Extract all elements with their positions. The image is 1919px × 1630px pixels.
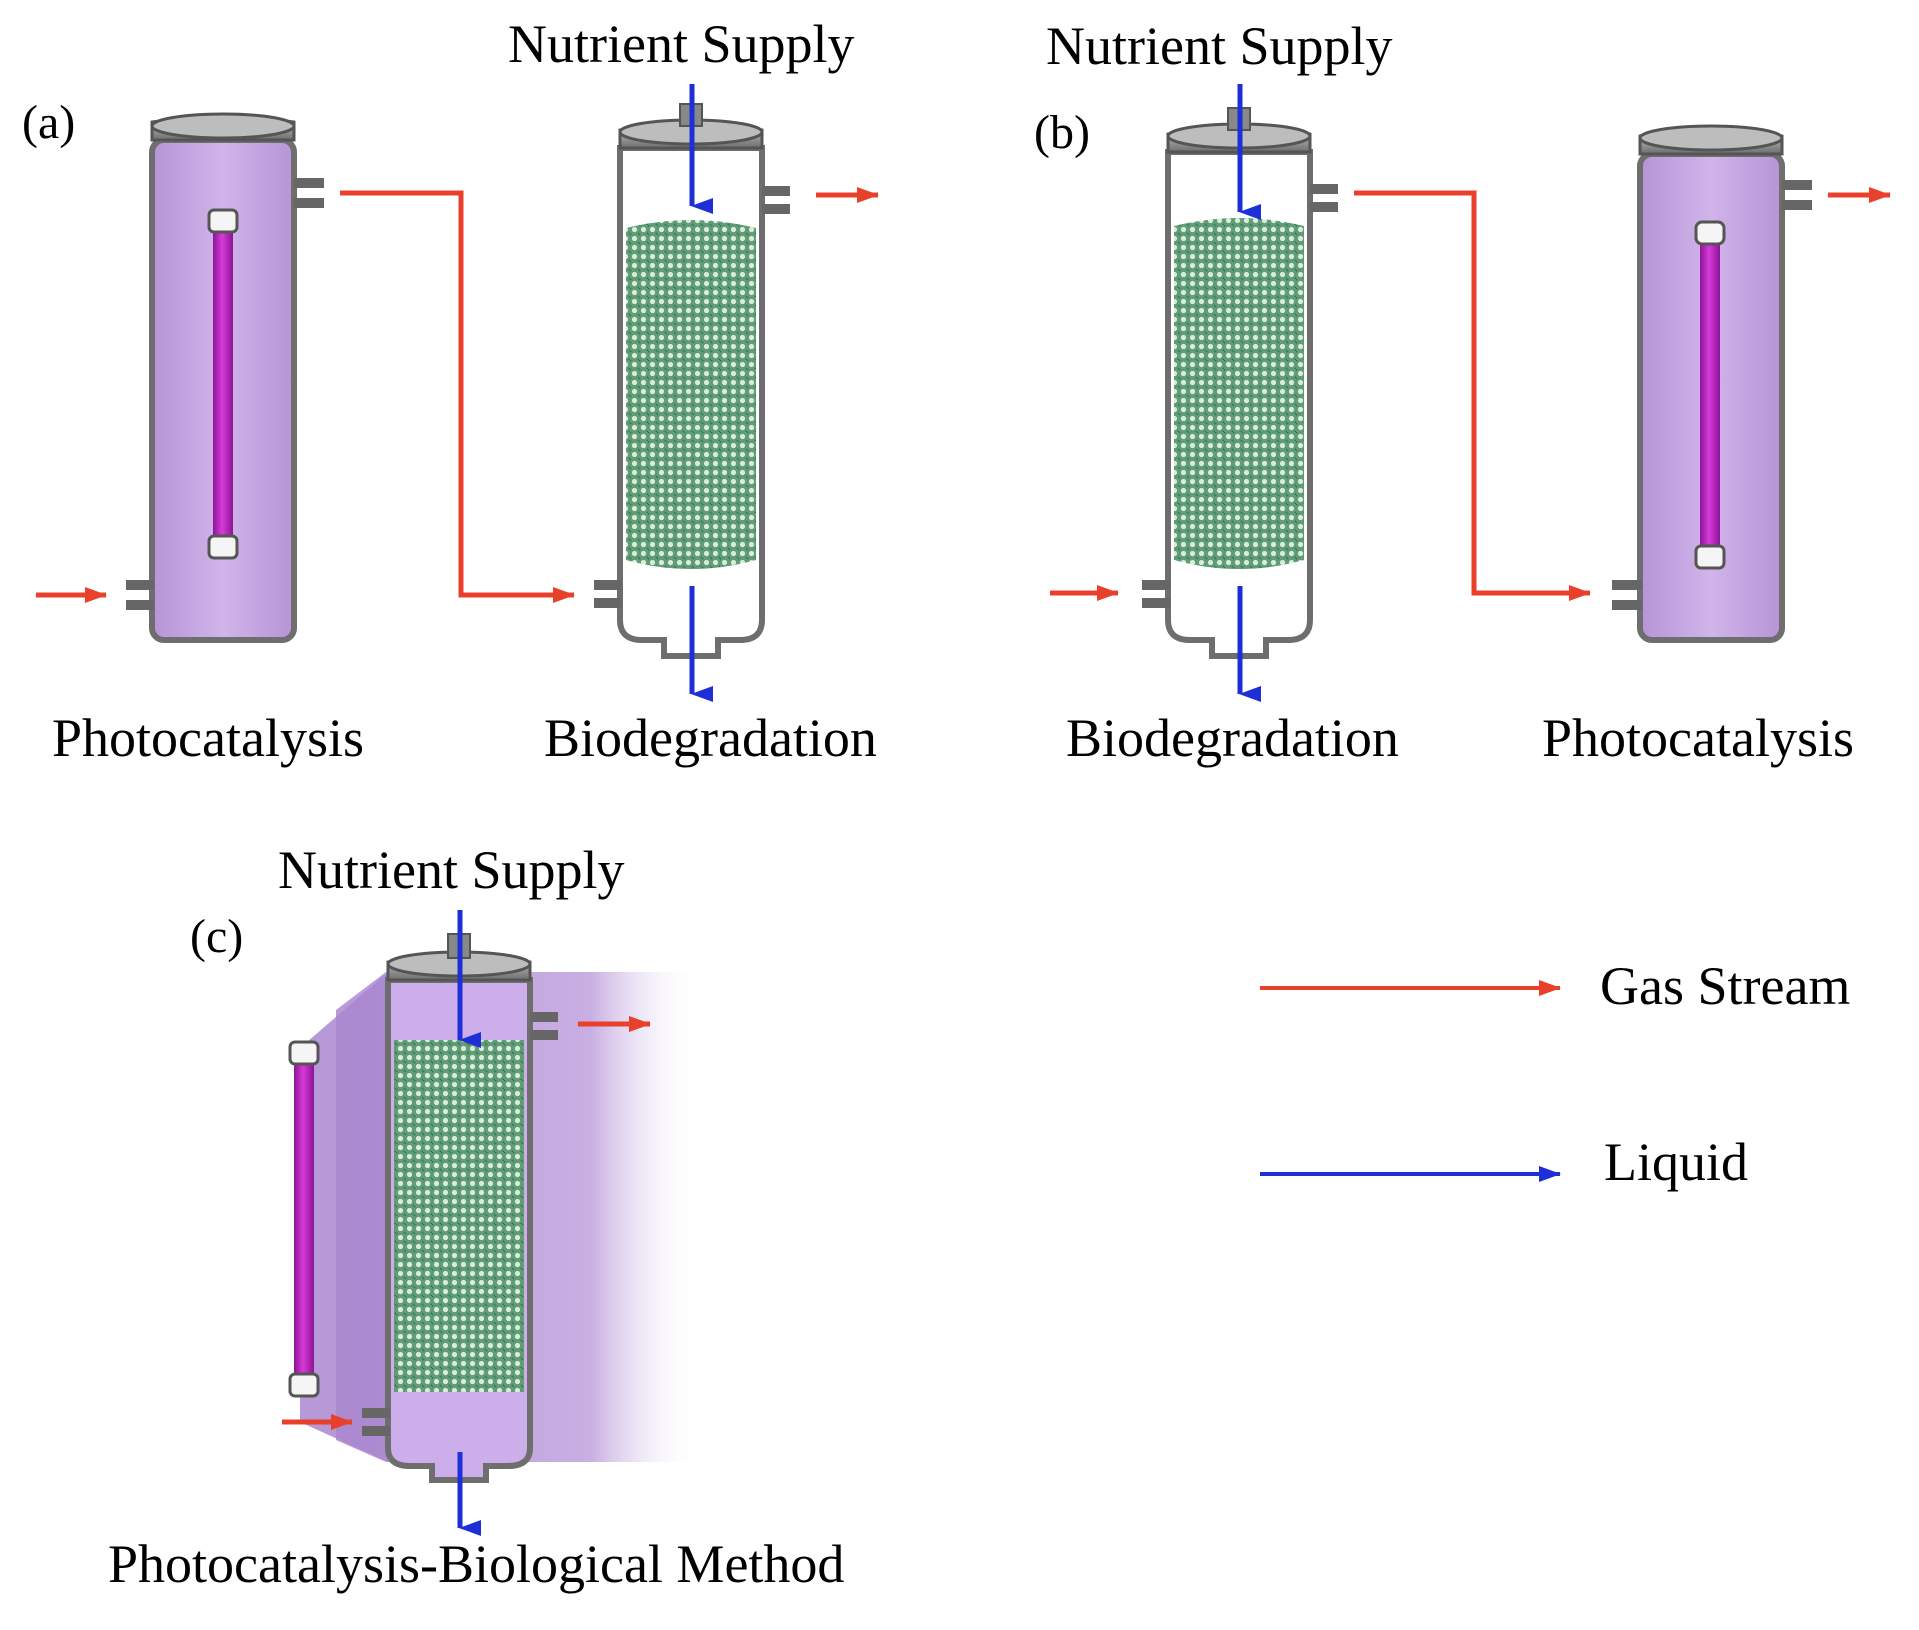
packing-bed: [626, 220, 756, 569]
panel-a: (a) N: [22, 14, 879, 768]
nutrient-supply-label: Nutrient Supply: [1046, 16, 1393, 76]
packing-bed: [1174, 218, 1304, 569]
uv-lamp-icon: [294, 1056, 314, 1378]
packing-bed: [394, 1040, 524, 1392]
biodegradation-label: Biodegradation: [544, 708, 877, 768]
nutrient-supply-label: Nutrient Supply: [508, 14, 855, 74]
legend: Gas Stream Liquid: [1260, 956, 1850, 1192]
biofilter-reactor: [1142, 107, 1338, 659]
nutrient-supply-label: Nutrient Supply: [278, 840, 625, 900]
panel-b: (b) N: [1034, 16, 1891, 768]
panel-c: (c) Nutrient Supply Photocatalysis-Biolo…: [108, 840, 844, 1594]
gas-transfer-arrow: [340, 190, 575, 603]
photocatalysis-biological-label: Photocatalysis-Biological Method: [108, 1534, 844, 1594]
photobio-reactor: [362, 933, 558, 1483]
liquid-legend-label: Liquid: [1604, 1132, 1748, 1192]
gas-stream-legend-label: Gas Stream: [1600, 956, 1850, 1016]
biodegradation-label: Biodegradation: [1066, 708, 1399, 768]
photocatalysis-label: Photocatalysis: [52, 708, 364, 768]
uv-lamp-icon: [1700, 238, 1720, 550]
photocatalysis-reactor: [126, 112, 324, 643]
gas-transfer-arrow: [1354, 190, 1591, 601]
panel-c-tag: (c): [190, 910, 243, 963]
uv-lamp-icon: [213, 226, 233, 542]
panel-b-tag: (b): [1034, 106, 1090, 159]
photocatalysis-label: Photocatalysis: [1542, 708, 1854, 768]
panel-a-tag: (a): [22, 96, 75, 149]
photocatalysis-reactor: [1612, 124, 1812, 643]
